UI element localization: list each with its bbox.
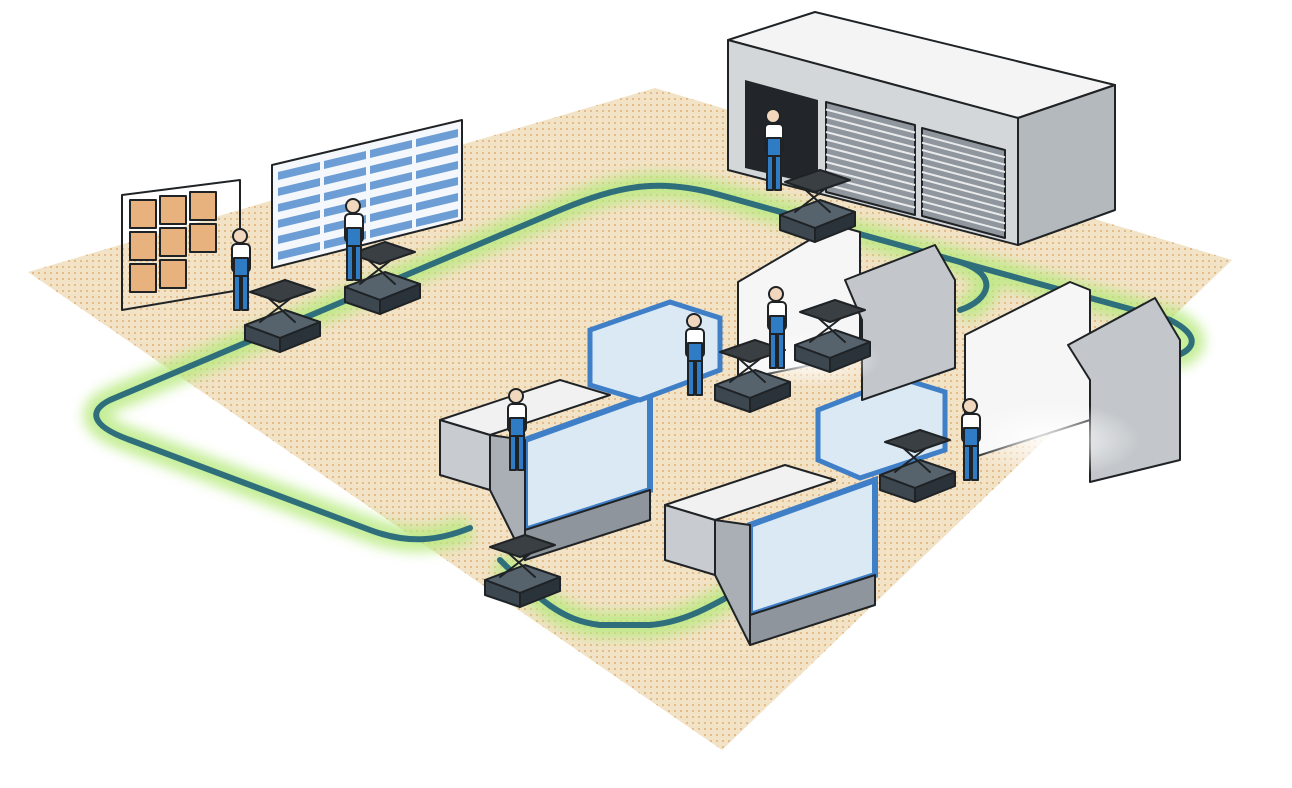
agv-group xyxy=(244,169,956,608)
rack-slot xyxy=(416,145,458,163)
worker-icon xyxy=(767,286,787,369)
crate xyxy=(129,199,157,229)
roller-shutter-left xyxy=(825,101,916,216)
rack-slot xyxy=(370,156,412,174)
worker-group xyxy=(231,108,981,481)
agv-path xyxy=(83,172,1205,638)
rack-slot xyxy=(324,167,366,185)
rack-slot xyxy=(278,226,320,244)
rack-slot xyxy=(278,162,320,180)
crate xyxy=(189,223,217,253)
agv-icon xyxy=(794,299,871,373)
blue-rack-shelf xyxy=(271,119,463,269)
crate xyxy=(159,227,187,257)
rack-slot xyxy=(370,140,412,158)
worker-icon xyxy=(961,398,981,481)
rack-slot xyxy=(324,151,366,169)
agv-icon xyxy=(779,169,856,243)
rack-slot xyxy=(370,204,412,222)
rack-slot xyxy=(278,242,320,260)
rack-slot xyxy=(416,193,458,211)
crate xyxy=(129,231,157,261)
rack-slot xyxy=(416,129,458,147)
worker-icon xyxy=(231,228,251,311)
cell-gate-lower xyxy=(960,281,1181,483)
rack-slot xyxy=(370,172,412,190)
rack-slot xyxy=(416,177,458,195)
rack-slot xyxy=(416,161,458,179)
agv-icon xyxy=(714,339,791,413)
crate xyxy=(189,191,217,221)
machining-centers xyxy=(439,299,948,646)
agv-icon xyxy=(879,429,956,503)
rack-slot xyxy=(416,209,458,227)
worker-icon xyxy=(764,108,784,191)
crate xyxy=(159,259,187,289)
agv-icon xyxy=(484,534,561,608)
warehouse-building xyxy=(727,11,1116,246)
machining-center-right xyxy=(664,464,878,646)
crate xyxy=(129,263,157,293)
agv-icon xyxy=(244,279,321,353)
worker-icon xyxy=(507,388,527,471)
agv-icon xyxy=(344,241,421,315)
worker-icon xyxy=(685,313,705,396)
rack-slot xyxy=(278,178,320,196)
rack-slot xyxy=(324,183,366,201)
roller-shutter-right xyxy=(921,127,1006,239)
rack-slot xyxy=(370,188,412,206)
rack-slot xyxy=(370,220,412,238)
worker-icon xyxy=(344,198,364,281)
crate xyxy=(159,195,187,225)
rack-slot xyxy=(278,194,320,212)
rack-slot xyxy=(278,210,320,228)
